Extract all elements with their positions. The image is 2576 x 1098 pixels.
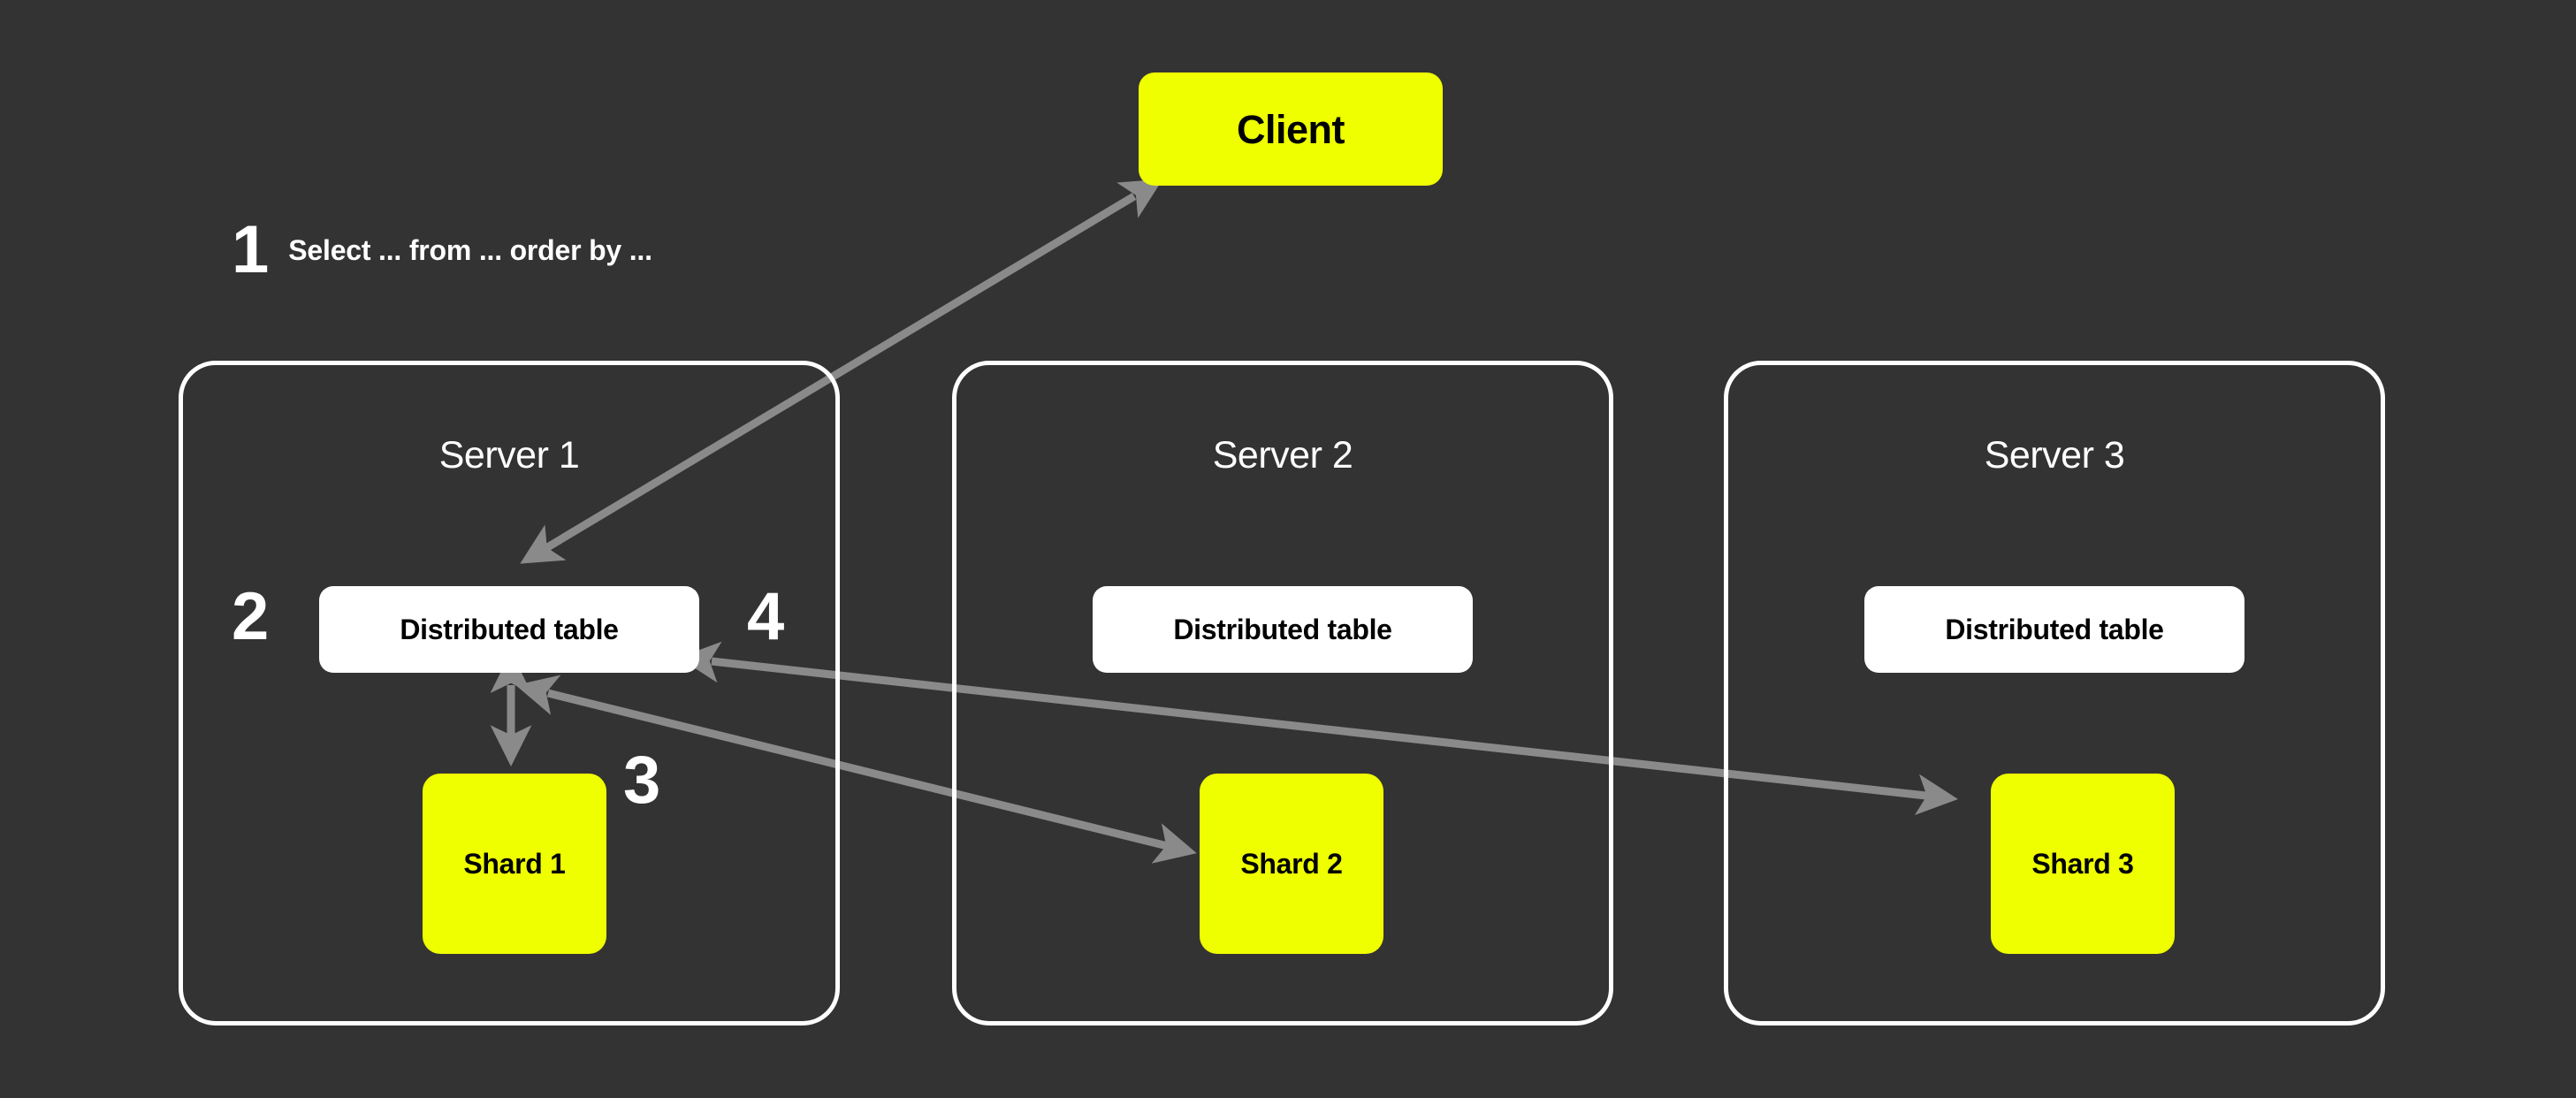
server-3-title: Server 3 — [1984, 434, 2125, 477]
server-1-title: Server 1 — [438, 434, 580, 477]
distributed-table-label-3: Distributed table — [1945, 613, 2164, 645]
step-number-3: 3 — [623, 743, 660, 818]
step-number-4: 4 — [747, 579, 784, 654]
server-panel-3[interactable]: Server 3 Distributed table Shard 3 — [1724, 361, 2385, 1026]
client-node[interactable]: Client — [1139, 72, 1443, 186]
arrow-distributed-table-1-to-shard-3 — [678, 641, 1958, 816]
server-2-title: Server 2 — [1212, 434, 1353, 477]
server-panel-2[interactable]: Server 2 Distributed table Shard 2 — [952, 361, 1613, 1026]
distributed-table-server-1[interactable]: Distributed table — [319, 586, 699, 673]
shard-3-node[interactable]: Shard 3 — [1991, 774, 2175, 954]
client-label: Client — [1236, 106, 1345, 152]
distributed-table-server-3[interactable]: Distributed table — [1864, 586, 2244, 673]
shard-1-label: Shard 1 — [463, 847, 566, 880]
shard-2-node[interactable]: Shard 2 — [1200, 774, 1383, 954]
step-1-annotation: 1 Select ... from ... order by ... — [232, 217, 652, 284]
distributed-table-label-2: Distributed table — [1173, 613, 1392, 645]
step-number-2: 2 — [232, 579, 269, 654]
step-number-1: 1 — [232, 212, 269, 287]
shard-1-node[interactable]: Shard 1 — [423, 774, 606, 954]
shard-3-label: Shard 3 — [2031, 847, 2134, 880]
server-panel-1[interactable]: Server 1 Distributed table Shard 1 — [179, 361, 840, 1026]
step-1-query-text: Select ... from ... order by ... — [288, 233, 652, 266]
distributed-table-label-1: Distributed table — [400, 613, 619, 645]
shard-2-label: Shard 2 — [1240, 847, 1343, 880]
distributed-table-server-2[interactable]: Distributed table — [1093, 586, 1473, 673]
